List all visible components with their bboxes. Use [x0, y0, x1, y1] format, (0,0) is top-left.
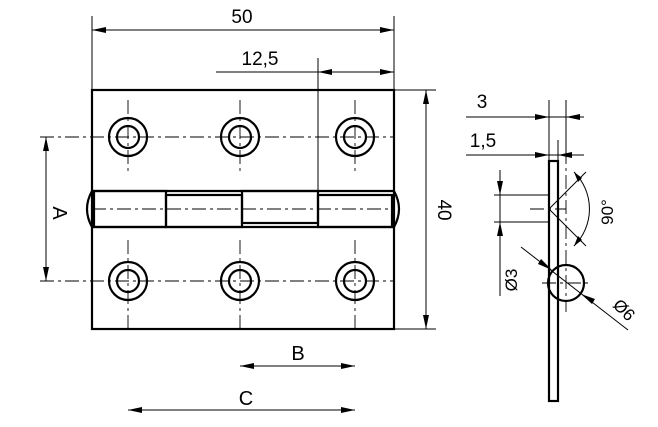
dim-thickness-label: 1,5 — [470, 131, 496, 152]
hinge-plate-outline — [90, 88, 396, 331]
side-view: 3 1,5 Ø3 90° — [466, 92, 639, 403]
countersink-hole — [494, 194, 566, 223]
dim-angle: 90° — [548, 171, 617, 247]
dim-pin: Ø6 — [520, 246, 639, 331]
dim-width: 50 — [91, 7, 395, 90]
dim-offset: 12,5 — [216, 49, 394, 191]
dim-thickness: 1,5 — [466, 131, 584, 161]
pin-end-left — [85, 190, 93, 228]
dim-width-label: 50 — [231, 7, 252, 28]
dim-hole-label: Ø3 — [502, 269, 521, 292]
hole-centerlines — [40, 100, 394, 330]
dim-angle-label: 90° — [598, 199, 617, 225]
knuckle-segment-2 — [164, 193, 244, 229]
knuckle-segment-3 — [240, 189, 320, 225]
dim-b: B — [240, 343, 355, 369]
knuckle-segment-4 — [316, 193, 394, 229]
dim-leaf-label: 3 — [477, 92, 488, 113]
dim-pin-label: Ø6 — [609, 295, 638, 324]
side-leaf-plate — [547, 159, 560, 403]
dim-leaf: 3 — [466, 92, 584, 161]
dim-b-label: B — [291, 343, 304, 365]
pin-end-right — [393, 190, 401, 228]
front-view: 50 12,5 40 A — [40, 7, 454, 413]
dim-c-label: C — [239, 388, 253, 410]
dim-hole: Ø3 — [497, 170, 521, 296]
dim-height-label: 40 — [433, 199, 454, 220]
dim-height: 40 — [394, 89, 454, 330]
dim-offset-label: 12,5 — [242, 49, 279, 70]
dim-a: A — [43, 137, 70, 281]
dim-a-label: A — [48, 206, 70, 220]
dim-c: C — [128, 388, 355, 413]
